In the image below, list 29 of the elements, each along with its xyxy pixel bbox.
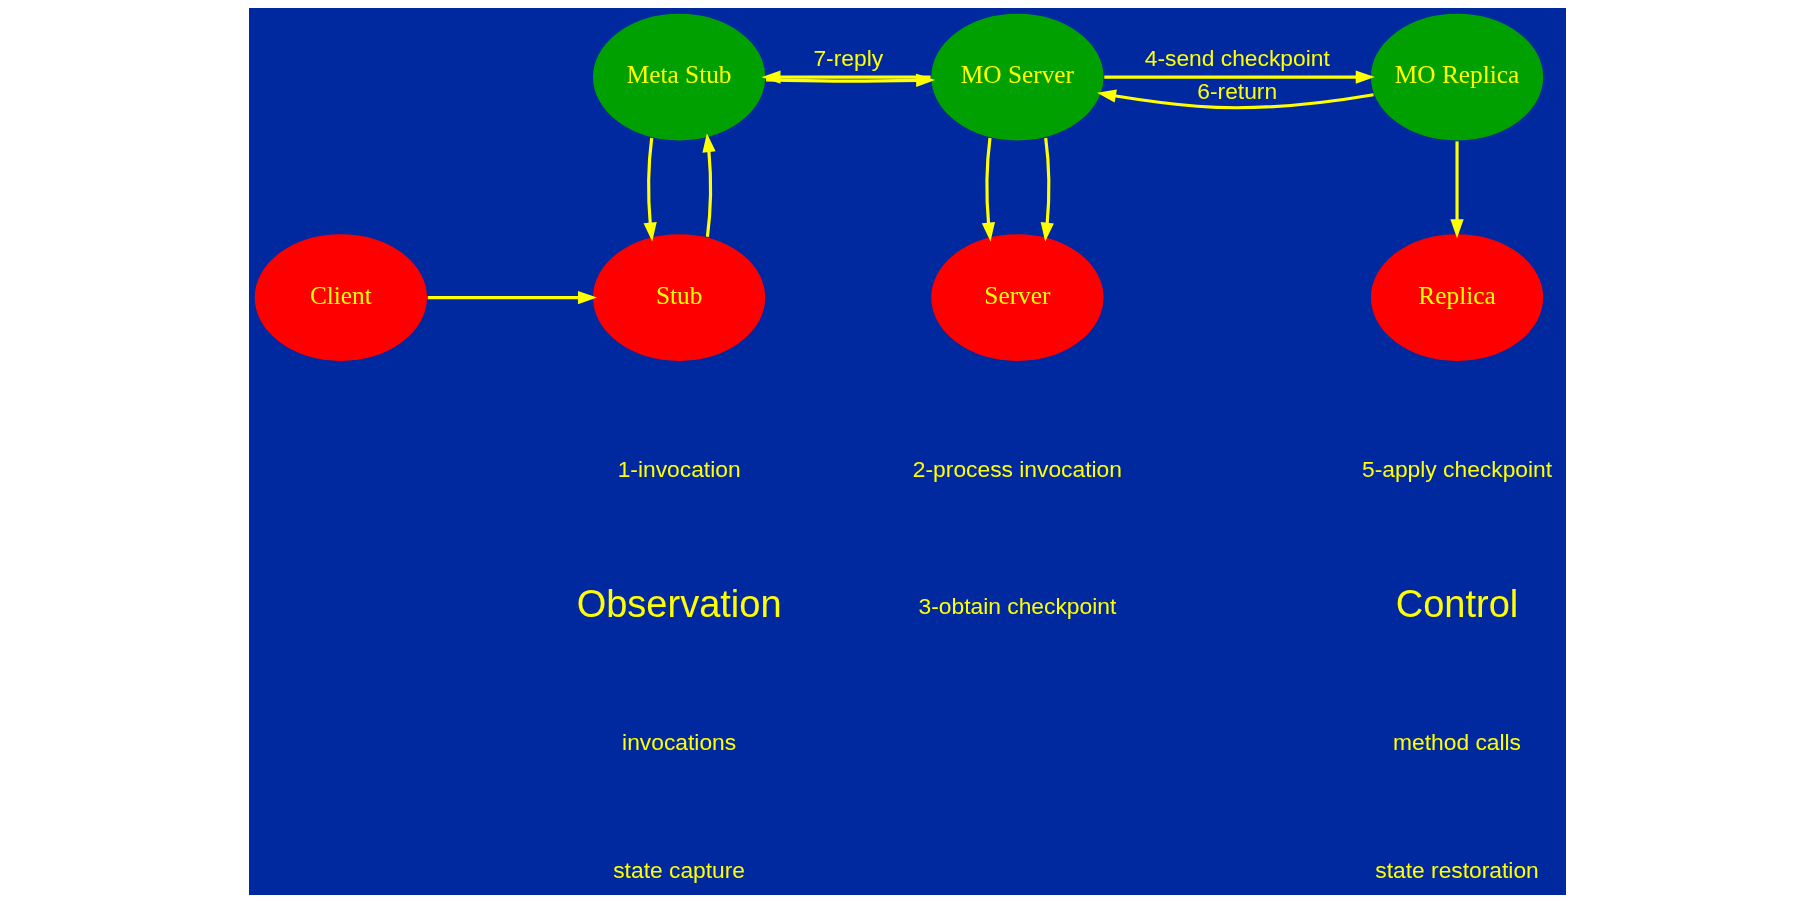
node-ellipse: Meta Stub <box>591 12 767 142</box>
label: state restoration <box>1374 856 1539 883</box>
label: 2-process invocation <box>912 456 1122 483</box>
arrow <box>760 70 931 84</box>
label: 3-obtain checkpoint <box>918 592 1116 619</box>
node-ellipse: Stub <box>591 232 767 363</box>
arrow <box>981 137 995 242</box>
node-ellipse: MO Server <box>929 12 1105 142</box>
label: method calls <box>1392 728 1521 755</box>
label: 5-apply checkpoint <box>1361 456 1552 483</box>
edge-label: 7-reply <box>812 45 883 72</box>
label: invocations <box>621 728 736 755</box>
node-ellipse: Replica <box>1369 232 1544 363</box>
label: 1-invocation <box>617 456 741 483</box>
arrow <box>1096 89 1374 110</box>
edge-label: 6-return <box>1196 78 1277 105</box>
label: state capture <box>612 856 745 883</box>
arrow <box>1103 70 1375 84</box>
arrow <box>1449 141 1464 239</box>
arrow <box>427 290 597 305</box>
arrow <box>701 133 716 238</box>
label: Observation <box>576 583 782 626</box>
label: Control <box>1395 583 1518 626</box>
edge-label: 4-send checkpoint <box>1144 45 1330 72</box>
node-ellipse: MO Replica <box>1369 12 1544 142</box>
arrow <box>643 137 657 242</box>
arrow <box>1040 137 1054 242</box>
node-ellipse: Client <box>252 232 428 363</box>
node-ellipse: Server <box>929 232 1105 363</box>
